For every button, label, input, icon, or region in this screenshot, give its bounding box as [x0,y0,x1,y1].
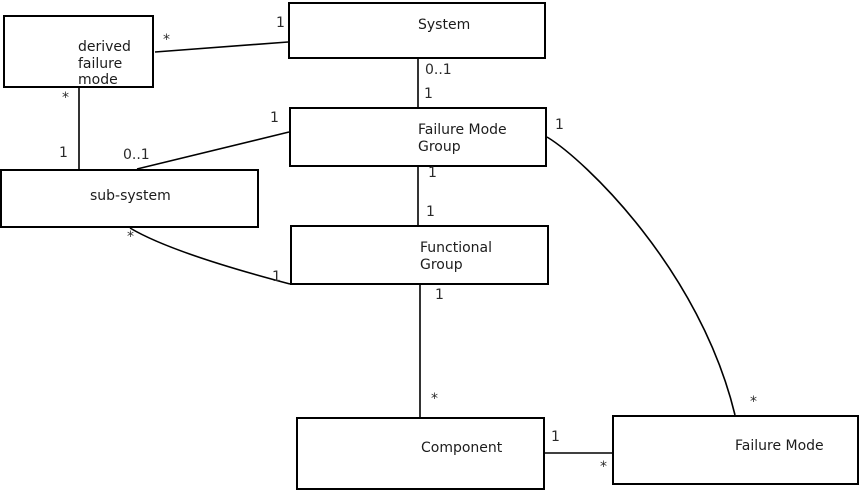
multiplicity-component-to-fm-dst: * [600,459,607,475]
multiplicity-fmg-to-fm-src: 1 [555,117,564,133]
node-derived-failure-mode: derived failure mode [3,15,154,88]
multiplicity-fmg-to-fm-dst: * [750,394,757,410]
multiplicity-fg-to-component-dst: * [431,391,438,407]
node-derived-failure-mode-label: derived failure mode [78,39,131,88]
node-system-label: System [418,17,471,33]
multiplicity-dfm-to-subsystem-src: * [62,90,69,106]
edge-sub-system-to-failure-mode-group [136,131,290,170]
node-component: Component [296,417,545,490]
node-system: System [288,2,546,59]
multiplicity-fmg-to-fg-dst: 1 [426,204,435,220]
multiplicity-dfm-to-subsystem-dst: 1 [59,145,68,161]
multiplicity-subsystem-to-fg-dst: 1 [272,269,281,285]
multiplicity-fmg-to-fg-src: 1 [428,165,437,181]
node-failure-mode: Failure Mode [612,415,859,485]
edge-sub-system-to-functional-group [129,227,291,285]
node-failure-mode-group: Failure Mode Group [289,107,547,167]
multiplicity-dfm-to-system-src: * [163,32,170,48]
node-sub-system-label: sub-system [90,188,171,204]
multiplicity-fg-to-component-src: 1 [435,287,444,303]
multiplicity-subsystem-to-fmg-src: 0..1 [123,147,150,163]
multiplicity-system-to-fmg-dst: 1 [424,86,433,102]
node-functional-group: Functional Group [290,225,549,285]
edge-failure-mode-group-to-failure-mode [546,136,736,416]
multiplicity-dfm-to-system-dst: 1 [276,15,285,31]
node-sub-system: sub-system [0,169,259,228]
node-component-label: Component [421,440,503,456]
multiplicity-subsystem-to-fg-src: * [127,229,134,245]
node-failure-mode-label: Failure Mode [735,438,824,454]
edge-derived-failure-mode-to-system [154,41,289,53]
multiplicity-component-to-fm-src: 1 [551,429,560,445]
multiplicity-system-to-fmg-src: 0..1 [425,62,452,78]
node-failure-mode-group-label: Failure Mode Group [418,122,507,155]
node-functional-group-label: Functional Group [420,240,493,273]
multiplicity-subsystem-to-fmg-dst: 1 [270,110,279,126]
